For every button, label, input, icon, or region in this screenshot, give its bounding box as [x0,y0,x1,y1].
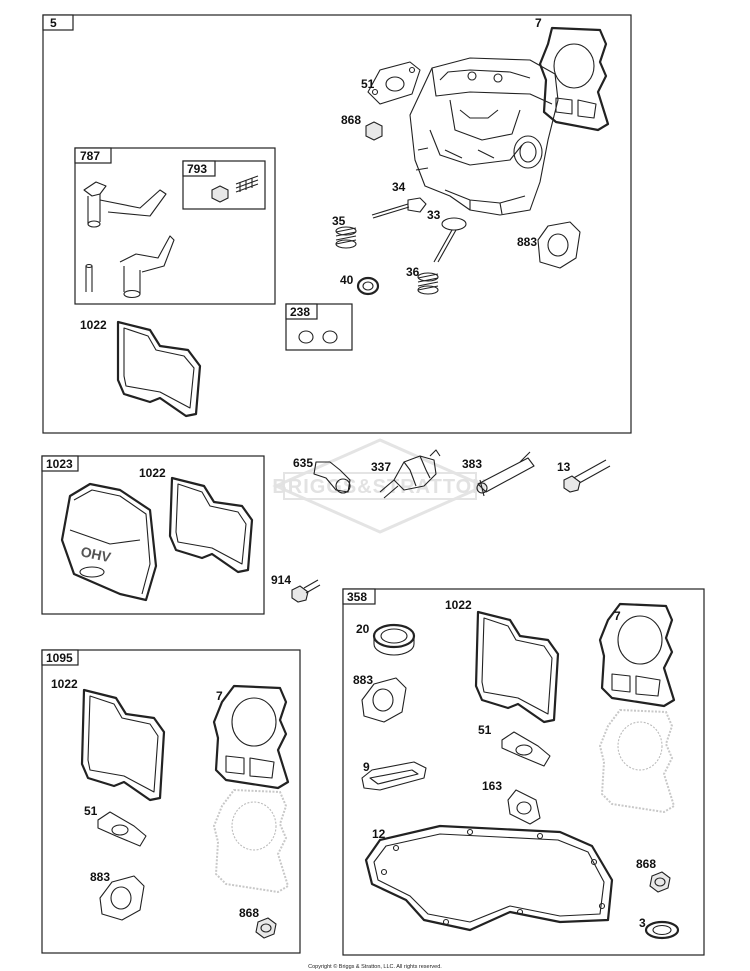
label-635: 635 [293,456,313,470]
head-gasket-7-top [538,26,610,132]
head-gasket-ghost-group1095 [212,788,290,894]
label-51-group358: 51 [478,723,492,737]
head-gasket-ghost-group358 [598,708,676,814]
valve-33 [433,217,467,263]
label-7-group1095: 7 [216,689,223,703]
bolt-914 [291,579,321,603]
group-238-box [285,303,353,351]
gasket-883-group1095 [99,875,145,921]
group-793-tag: 793 [187,162,207,176]
label-12: 12 [372,827,386,841]
watermark-text: BRIGGS&STRATTON [272,476,487,498]
label-36: 36 [406,265,420,279]
label-163: 163 [482,779,502,793]
seal-3 [644,920,680,940]
part-635 [313,461,351,494]
group-358-tag: 358 [347,590,367,604]
spring-36 [417,272,439,295]
label-383: 383 [462,457,482,471]
gasket-883-group358 [361,677,407,723]
label-40: 40 [340,273,354,287]
label-914: 914 [271,573,291,587]
ohv-logo: OHV [79,543,113,565]
rocker-arm-lower [85,235,175,299]
brand-watermark: BRIGGS&STRATTON [272,438,488,534]
label-868-group358: 868 [636,857,656,871]
nut-868-group1095 [255,917,277,939]
group-1095-tag: 1095 [46,651,73,665]
gasket-51-group1095 [97,811,147,847]
label-7-top: 7 [535,16,542,30]
group-1023-tag: 1023 [46,457,73,471]
label-883-top: 883 [517,235,537,249]
part-337 [379,449,441,499]
group-787-tag: 787 [80,149,100,163]
valve-keepers [298,330,338,344]
label-51-group1095: 51 [84,804,98,818]
valve-cover-gasket-1022-top [116,320,202,418]
nut-868-group358 [649,871,671,893]
label-34: 34 [392,180,406,194]
spring-35 [335,226,357,249]
valve-cover-gasket-1022-group1095 [80,688,166,802]
head-gasket-7-group358 [598,602,676,708]
label-337: 337 [371,460,391,474]
rocker-arm-upper [83,181,167,228]
valve-cover-gasket-1022-group1023 [168,476,254,574]
label-1022-top: 1022 [80,318,107,332]
label-3: 3 [639,916,646,930]
nut-868-top [365,121,383,141]
label-1022-group358: 1022 [445,598,472,612]
gasket-9 [361,761,427,791]
group-5-box [42,14,632,434]
label-13: 13 [557,460,571,474]
label-883-group1095: 883 [90,870,110,884]
group-5-tag: 5 [50,16,57,30]
gasket-883-top [537,221,581,269]
label-7-group358: 7 [614,609,621,623]
label-20: 20 [356,622,370,636]
label-868-top: 868 [341,113,361,127]
valve-34 [371,197,427,219]
gasket-163 [507,789,541,825]
label-883-group358: 883 [353,673,373,687]
adjuster-nut-and-screw [211,175,259,203]
group-238-tag: 238 [290,305,310,319]
label-35: 35 [332,214,346,228]
label-1022-group1023: 1022 [139,466,166,480]
bolt-13 [563,459,611,493]
group-1023-box [41,455,265,615]
seal-20 [372,623,416,656]
group-787-box [74,147,276,305]
label-868-group1095: 868 [239,906,259,920]
valve-cover-gasket-1022-group358 [474,610,560,724]
label-9: 9 [363,760,370,774]
label-1022-group1095: 1022 [51,677,78,691]
head-gasket-7-group1095 [212,684,290,790]
crankcase-gasket-12 [364,824,614,932]
copyright-text: Copyright © Briggs & Stratton, LLC. All … [308,963,442,970]
label-51-top: 51 [361,77,375,91]
seal-40 [356,276,380,296]
group-358-box [342,588,705,956]
group-1095-box [41,649,301,954]
group-793-box [182,160,266,210]
cylinder-head [409,57,559,216]
part-383 [476,451,535,497]
label-33: 33 [427,208,441,222]
valve-cover: OHV [60,482,158,602]
gasket-51-group358 [501,731,551,767]
intake-gasket-51-top [367,61,421,105]
